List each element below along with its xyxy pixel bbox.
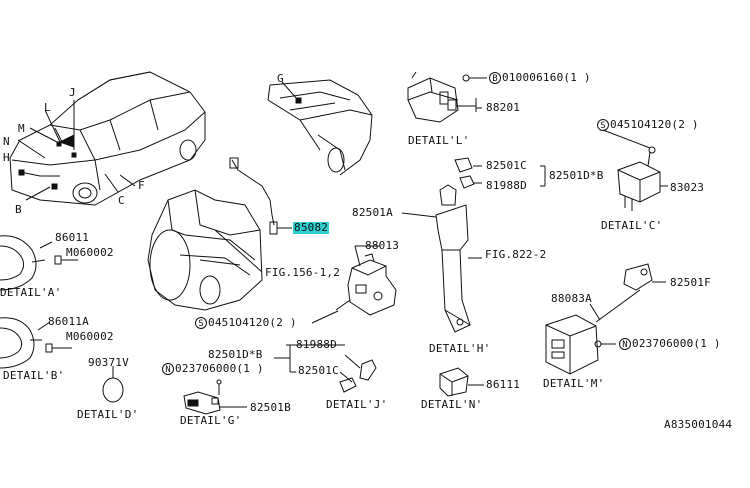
- part-88013-label[interactable]: 88013: [365, 239, 400, 252]
- diagram-id: A835001044: [664, 418, 733, 431]
- detail-l-caption: DETAIL'L': [408, 134, 470, 147]
- part-86111-label[interactable]: 86111: [486, 378, 521, 391]
- fig-156-ref[interactable]: FIG.156-1,2: [265, 266, 341, 279]
- transmission-illustration: [148, 158, 292, 310]
- part-85082-label[interactable]: 85082: [293, 221, 330, 234]
- detail-c-illustration: [603, 130, 668, 211]
- n-circle-icon: N: [162, 363, 174, 375]
- car-callout-b: B: [15, 203, 22, 216]
- horn-b-illustration: [0, 318, 72, 368]
- car-callout-j: J: [69, 86, 76, 99]
- fig-822-ref[interactable]: FIG.822-2: [485, 248, 547, 261]
- part-81988d-label-h[interactable]: 81988D: [486, 179, 527, 192]
- horn-a-illustration: [0, 236, 78, 290]
- car-callout-n: N: [3, 135, 10, 148]
- part-90371v-label[interactable]: 90371V: [88, 356, 129, 369]
- s-circle-icon: S: [597, 119, 609, 131]
- n-circle-icon: N: [619, 338, 631, 350]
- detail-n-caption: DETAIL'N': [421, 398, 483, 411]
- part-82501f-label[interactable]: 82501F: [670, 276, 711, 289]
- part-86011-label[interactable]: 86011: [55, 231, 90, 244]
- trunk-illustration: [268, 80, 372, 175]
- part-m060002-label-b[interactable]: M060002: [66, 330, 114, 343]
- part-m060002-label-a[interactable]: M060002: [66, 246, 114, 259]
- car-callout-f: F: [138, 179, 145, 192]
- detail-j-illustration: [278, 345, 376, 392]
- detail-d-caption: DETAIL'D': [77, 408, 139, 421]
- part-88013-illustration: [312, 246, 396, 323]
- car-callout-m: M: [18, 122, 25, 135]
- part-88201-label[interactable]: 88201: [486, 101, 521, 114]
- detail-m-illustration: [546, 264, 666, 374]
- detail-a-caption: DETAIL'A': [0, 286, 62, 299]
- detail-g-caption: DETAIL'G': [180, 414, 242, 427]
- detail-h-illustration: [402, 158, 545, 332]
- detail-j-caption: DETAIL'J': [326, 398, 388, 411]
- b-circle-icon: B: [489, 72, 501, 84]
- detail-h-caption: DETAIL'H': [429, 342, 491, 355]
- part-82501db-label-j[interactable]: 82501D*B: [208, 348, 263, 361]
- detail-n-illustration: [440, 368, 484, 396]
- detail-c-caption: DETAIL'C': [601, 219, 663, 232]
- part-82501c-label-j[interactable]: 82501C: [298, 364, 339, 377]
- part-82501db-label-h[interactable]: 82501D*B: [549, 169, 604, 182]
- detail-l-illustration: [408, 72, 487, 122]
- car-callout-l: L: [44, 101, 51, 114]
- part-83023-label[interactable]: 83023: [670, 181, 705, 194]
- detail-d-illustration: [103, 366, 123, 402]
- part-86011a-label[interactable]: 86011A: [48, 315, 89, 328]
- part-82501a-label[interactable]: 82501A: [352, 206, 393, 219]
- part-82501c-label-h[interactable]: 82501C: [486, 159, 527, 172]
- part-88083a-label[interactable]: 88083A: [551, 292, 592, 305]
- part-81988d-label-j[interactable]: 81988D: [296, 338, 337, 351]
- s-circle-icon: S: [195, 317, 207, 329]
- detail-g-illustration: [184, 380, 247, 414]
- detail-b-caption: DETAIL'B': [3, 369, 65, 382]
- car-callout-h: H: [3, 151, 10, 164]
- car-illustration: [10, 72, 205, 205]
- detail-m-caption: DETAIL'M': [543, 377, 605, 390]
- part-82501b-label[interactable]: 82501B: [250, 401, 291, 414]
- trunk-callout-g: G: [277, 72, 284, 85]
- car-callout-c: C: [118, 194, 125, 207]
